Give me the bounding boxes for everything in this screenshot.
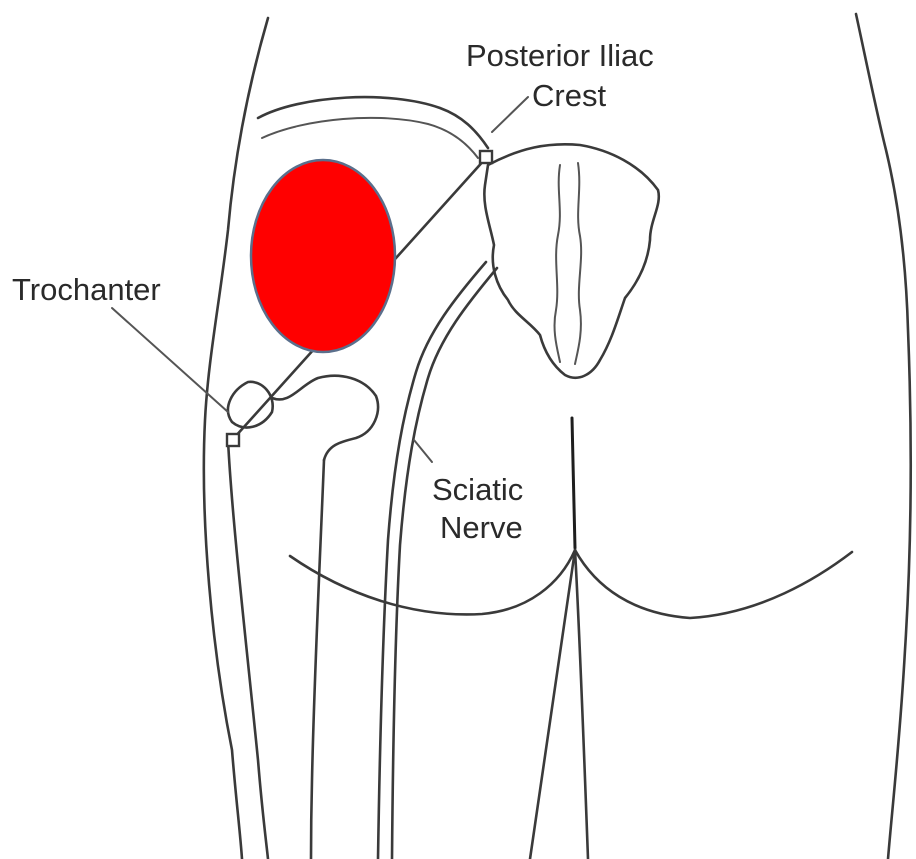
femur (228, 376, 378, 859)
iliac-crest-inner (262, 118, 478, 158)
iliac-leader-line (492, 97, 528, 132)
label-trochanter: Trochanter (12, 272, 161, 307)
sciatic-nerve-line-2 (392, 268, 497, 859)
label-posterior-iliac: Posterior Iliac (466, 38, 654, 73)
left-gluteal-fold (290, 550, 575, 614)
label-sciatic: Sciatic (432, 472, 523, 507)
right-body-outline (856, 14, 911, 859)
sacrum-outline (484, 144, 658, 377)
inner-thigh-right (575, 550, 588, 859)
femoral-shaft-lateral (228, 440, 268, 859)
gluteal-region (290, 418, 852, 859)
right-gluteal-fold (575, 550, 852, 618)
sciatic-leader-line (414, 440, 432, 462)
sciatic-nerve (378, 262, 497, 859)
iliac-crest-marker (480, 151, 492, 163)
label-crest: Crest (532, 78, 606, 113)
label-nerve: Nerve (440, 510, 523, 545)
sacral-ridge-right (575, 163, 581, 364)
iliac-crest (258, 97, 488, 158)
trochanter-marker (227, 434, 239, 446)
femoral-shaft-medial (311, 460, 324, 859)
sacral-ridge-left (555, 165, 560, 362)
iliac-crest-outer (258, 97, 488, 148)
gluteal-cleft (572, 418, 575, 548)
sacrum (484, 144, 658, 377)
body-outline (204, 14, 911, 859)
femoral-neck-upper (272, 376, 378, 460)
highlight-ellipse (251, 160, 395, 352)
